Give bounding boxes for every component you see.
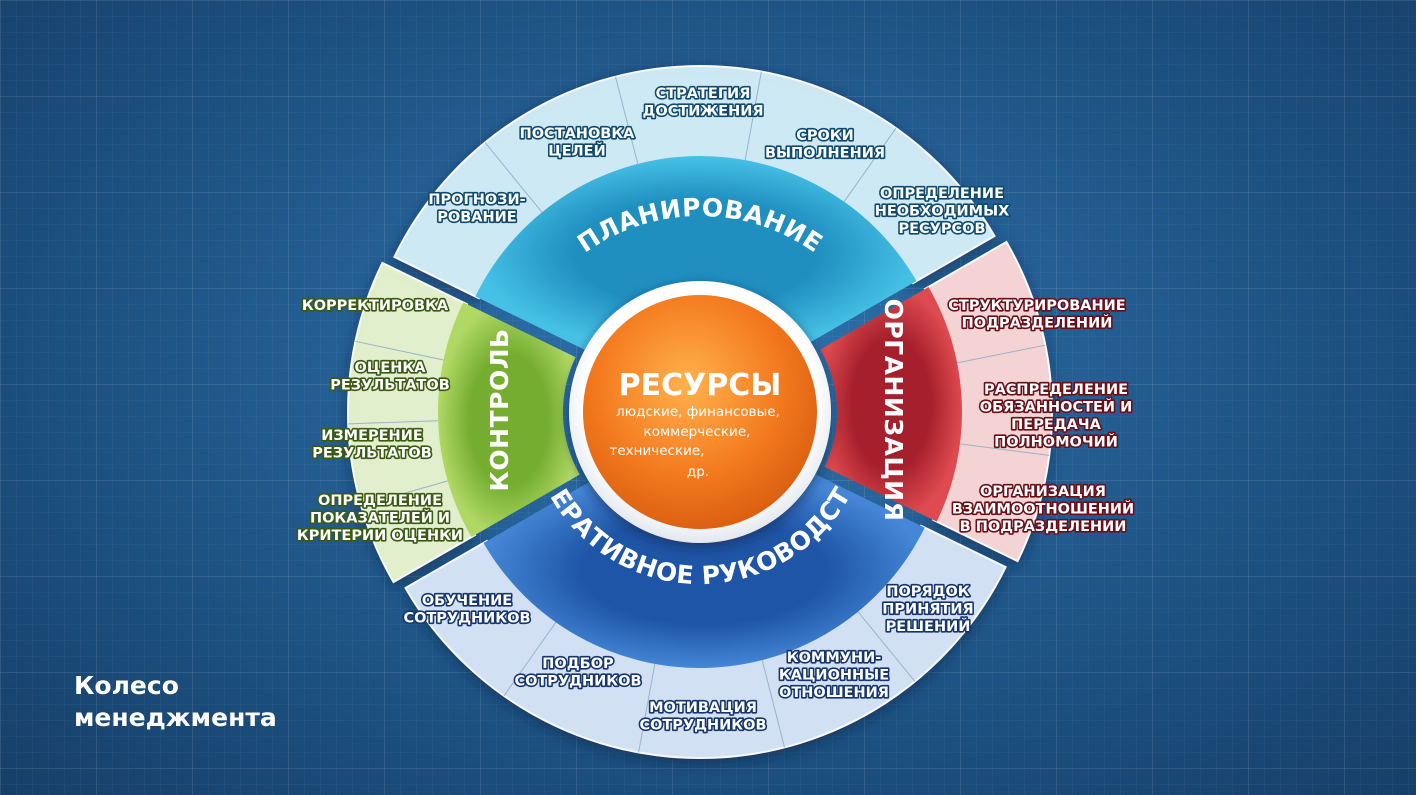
outer-item-line: ПОДБОР [542, 656, 614, 672]
outer-item-operational: ОБУЧЕНИЕ СОТРУДНИКОВ [403, 593, 530, 627]
outer-item-line: ПОЛНОМОЧИЙ [994, 434, 1118, 451]
outer-item-operational: ПОДБОР СОТРУДНИКОВ [514, 656, 641, 690]
outer-item-line: РЕЗУЛЬТАТОВ [312, 446, 432, 462]
outer-item-line: ОПРЕДЕЛЕНИЕ [880, 186, 1004, 202]
outer-item-line: ВЫПОЛНЕНИЯ [765, 146, 885, 162]
outer-item-line: ОЦЕНКА [355, 360, 427, 376]
outer-item-line: РЕШЕНИЙ [886, 618, 971, 635]
outer-item-planning: СТРАТЕГИЯ ДОСТИЖЕНИЯ [643, 86, 764, 120]
outer-item-line: В ПОДРАЗДЕЛЕНИИ [960, 519, 1127, 535]
center-resources-disc [583, 295, 817, 529]
outer-divider-planning [843, 127, 897, 203]
center-subtitle-1: людские, финансовые, [616, 404, 780, 420]
center-subtitle-3: технические, [610, 443, 705, 459]
outer-divider-planning [744, 71, 762, 161]
outer-divider-operational [857, 611, 916, 682]
center-subtitle-2: коммерческие, [644, 424, 751, 440]
center-subtitle-4: др. [687, 464, 709, 480]
outer-item-line: СОТРУДНИКОВ [514, 674, 641, 690]
outer-item-line: ПЕРЕДАЧА [1011, 417, 1101, 433]
outer-item-line: КАЦИОННЫЕ [779, 668, 889, 684]
outer-item-line: КОММУНИ- [787, 650, 882, 666]
outer-item-line: ОТНОШЕНИЯ [779, 685, 889, 701]
outer-divider-control [361, 480, 448, 507]
function-ring [437, 156, 963, 669]
outer-item-line: ОПРЕДЕЛЕНИЕ [318, 493, 442, 509]
outer-divider-control [348, 420, 439, 425]
outer-divider-planning [614, 76, 639, 164]
outer-item-line: МОТИВАЦИЯ [649, 700, 757, 716]
outer-item-line: ВЗАИМООТНОШЕНИЙ [952, 501, 1134, 518]
outer-item-line: ПРИНЯТИЯ [882, 602, 973, 618]
outer-item-line: СТРУКТУРИРОВАНИЕ [948, 298, 1125, 314]
outer-item-line: РОВАНИЕ [437, 210, 516, 226]
outer-item-line: РЕЗУЛЬТАТОВ [330, 378, 450, 394]
sector-label-control: КОНТРОЛЬ [485, 328, 514, 491]
outer-item-line: ОБЯЗАННОСТЕЙ И [980, 399, 1132, 416]
sector-organization [820, 287, 963, 522]
outer-divider-operational [503, 621, 557, 697]
outer-item-line: ЦЕЛЕЙ [548, 143, 605, 160]
outer-item-line: КРИТЕРИИ ОЦЕНКИ [297, 528, 463, 544]
sector-label-organization: ОРГАНИЗАЦИЯ [879, 299, 908, 522]
outer-item-control: КОРРЕКТИРОВКА [302, 298, 449, 314]
outer-item-control: ОЦЕНКА РЕЗУЛЬТАТОВ [330, 360, 450, 394]
outer-item-line: СОТРУДНИКОВ [403, 611, 530, 627]
outer-item-line: ОБУЧЕНИЕ [422, 593, 512, 609]
outer-item-planning: СРОКИ ВЫПОЛНЕНИЯ [765, 128, 885, 162]
sector-planning [475, 156, 917, 352]
outer-ring [347, 65, 1053, 759]
outer-item-line: ПРОГНОЗИ- [428, 192, 525, 208]
outer-divider-operational [638, 663, 656, 753]
outer-item-line: РАСПРЕДЕЛЕНИЕ [984, 382, 1128, 398]
outer-item-line: НЕОБХОДИМЫХ [875, 204, 1010, 220]
caption: Колесо менеджмента [74, 670, 277, 734]
outer-item-line: ПОРЯДОК [886, 584, 969, 600]
outer-item-line: ПОКАЗАТЕЛЕЙ И [310, 510, 450, 527]
outer-item-line: ОРГАНИЗАЦИЯ [980, 484, 1106, 500]
outer-item-line: СРОКИ [796, 128, 854, 144]
outer-item-line: ПОДРАЗДЕЛЕНИЙ [962, 315, 1113, 332]
outer-item-planning: ПРОГНОЗИ- РОВАНИЕ [428, 192, 525, 226]
outer-item-line: СТРАТЕГИЯ [656, 86, 751, 102]
outer-item-operational: МОТИВАЦИЯ СОТРУДНИКОВ [639, 700, 766, 734]
outer-item-line: КОРРЕКТИРОВКА [302, 298, 449, 314]
outer-item-line: ДОСТИЖЕНИЯ [643, 104, 764, 120]
outer-item-line: ИЗМЕРЕНИЕ [321, 428, 422, 444]
outer-item-control: ИЗМЕРЕНИЕ РЕЗУЛЬТАТОВ [312, 428, 432, 462]
outer-item-line: ПОСТАНОВКА [520, 126, 636, 142]
outer-divider-organization [957, 344, 1046, 364]
outer-item-line: РЕСУРСОВ [899, 221, 986, 237]
outer-divider-planning [484, 142, 543, 213]
outer-divider-organization [959, 443, 1050, 456]
sector-control [437, 302, 580, 537]
outer-divider-operational [761, 660, 786, 748]
outer-ring-dividers [348, 71, 1050, 753]
center-title: РЕСУРСЫ [619, 368, 782, 403]
caption-line-1: Колесо [74, 671, 179, 700]
sector-operational [483, 472, 925, 669]
caption-line-2: менеджмента [74, 703, 277, 732]
outer-divider-control [355, 340, 444, 361]
outer-item-line: СОТРУДНИКОВ [639, 718, 766, 734]
